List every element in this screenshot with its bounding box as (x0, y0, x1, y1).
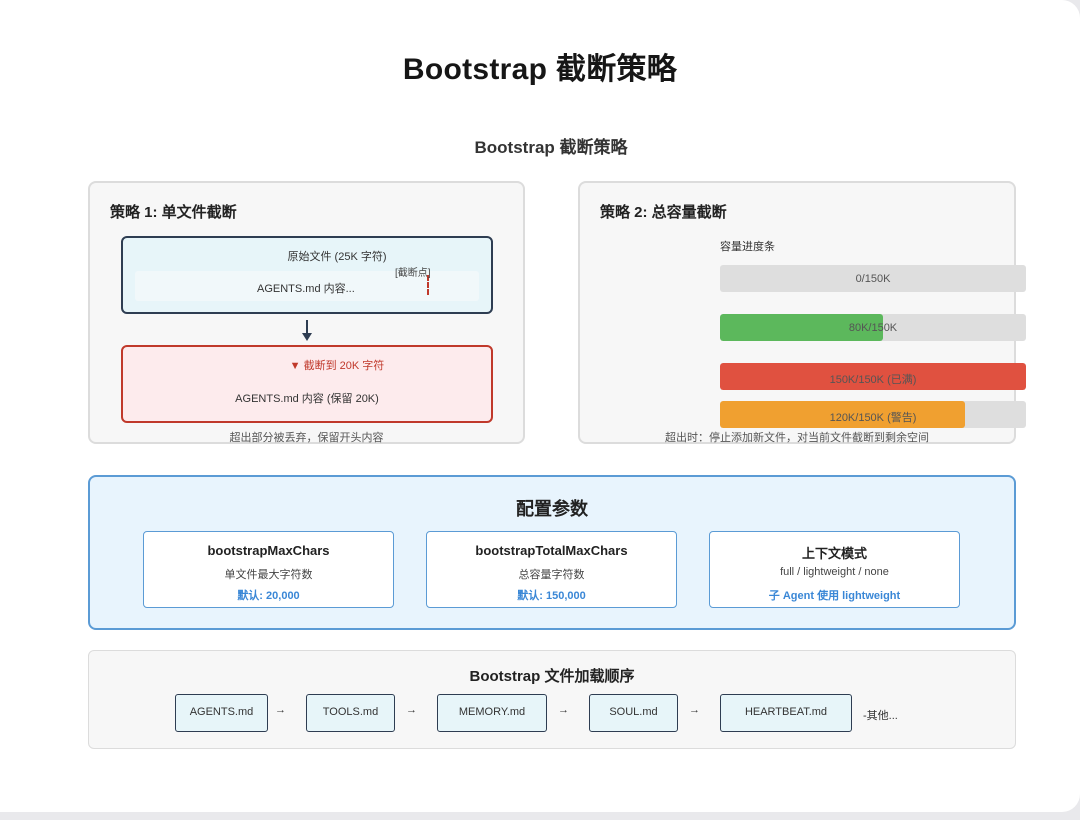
truncated-content-text: AGENTS.md 内容 (保留 20K) (235, 393, 379, 405)
capacity-bar-label: 80K/150K (848, 322, 898, 334)
config-card-name: bootstrapMaxChars (207, 543, 330, 558)
strategy1-caption: 超出部分被丢弃，保留开头内容 (229, 432, 384, 444)
file-box-heartbeat: HEARTBEAT.md (720, 694, 852, 732)
capacity-bar-partial: 80K/150K (720, 314, 1026, 341)
truncated-file-box: ▼ 截断到 20K 字符 AGENTS.md 内容 (保留 20K) (121, 345, 493, 423)
right-arrow-icon: → (558, 704, 569, 716)
file-content-text: AGENTS.md 内容... (257, 283, 355, 295)
strategy2-heading: 策略 2: 总容量截断 (600, 204, 727, 221)
cut-point-label: [截断点] (395, 268, 431, 279)
capacity-bar-fill (720, 401, 965, 428)
file-box-tools: TOOLS.md (306, 694, 395, 732)
file-box-memory: MEMORY.md (437, 694, 547, 732)
config-card-total-max-chars: bootstrapTotalMaxChars 总容量字符数 默认: 150,00… (426, 531, 677, 608)
original-file-label: 原始文件 (25K 字符) (287, 251, 387, 263)
right-arrow-icon: → (406, 704, 417, 716)
file-box-soul: SOUL.md (589, 694, 678, 732)
config-card-desc: 单文件最大字符数 (224, 569, 313, 581)
config-card-context-mode: 上下文模式 full / lightweight / none 子 Agent … (709, 531, 960, 608)
diagram-subtitle: Bootstrap 截断策略 (474, 138, 628, 157)
more-files-text: -其他... (863, 710, 898, 722)
load-order-title: Bootstrap 文件加载顺序 (469, 668, 635, 685)
down-arrow-icon (306, 320, 308, 334)
strategy2-caption: 超出时：停止添加新文件，对当前文件截断到剩余空间 (665, 432, 929, 444)
config-card-default: 子 Agent 使用 lightweight (768, 590, 901, 602)
capacity-bar-label: 0/150K (855, 273, 891, 285)
original-file-box: 原始文件 (25K 字符) AGENTS.md 内容... [截断点] (121, 236, 493, 314)
right-arrow-icon: → (689, 704, 700, 716)
config-panel: 配置参数 bootstrapMaxChars 单文件最大字符数 默认: 20,0… (88, 475, 1016, 630)
capacity-bar-label: 150K/150K (已满) (829, 374, 917, 386)
strategy1-heading: 策略 1: 单文件截断 (110, 204, 237, 221)
capacity-bar-empty: 0/150K (720, 265, 1026, 292)
capacity-bar-title: 容量进度条 (720, 241, 775, 253)
load-order-panel: Bootstrap 文件加载顺序 AGENTS.md → TOOLS.md → … (88, 650, 1016, 749)
config-card-desc: 总容量字符数 (518, 569, 585, 581)
cut-point-line (427, 275, 429, 295)
capacity-bar-fill (720, 314, 884, 341)
config-card-desc: full / lightweight / none (780, 566, 889, 578)
capacity-bar-fill (720, 363, 1026, 390)
capacity-bar-warning: 120K/150K (警告) (720, 401, 1026, 428)
capacity-bar-full: 150K/150K (已满) (720, 363, 1026, 390)
down-arrow-head-icon (302, 333, 312, 341)
capacity-bar-label: 120K/150K (警告) (829, 412, 917, 424)
truncate-label: ▼ 截断到 20K 字符 (289, 360, 385, 372)
file-content-strip: AGENTS.md 内容... (135, 271, 479, 301)
config-card-max-chars: bootstrapMaxChars 单文件最大字符数 默认: 20,000 (143, 531, 394, 608)
file-box-agents: AGENTS.md (175, 694, 268, 732)
page-title: Bootstrap 截断策略 (402, 53, 678, 86)
config-card-default: 默认: 150,000 (517, 590, 586, 602)
strategy1-panel: 策略 1: 单文件截断 原始文件 (25K 字符) AGENTS.md 内容..… (88, 181, 525, 444)
config-card-name: 上下文模式 (801, 546, 867, 561)
config-card-name: bootstrapTotalMaxChars (475, 543, 628, 558)
strategy2-panel: 策略 2: 总容量截断 容量进度条 0/150K 80K/150K 150K/1… (578, 181, 1026, 444)
config-card-default: 默认: 20,000 (237, 590, 300, 602)
config-title: 配置参数 (516, 499, 588, 519)
right-arrow-icon: → (275, 704, 286, 716)
